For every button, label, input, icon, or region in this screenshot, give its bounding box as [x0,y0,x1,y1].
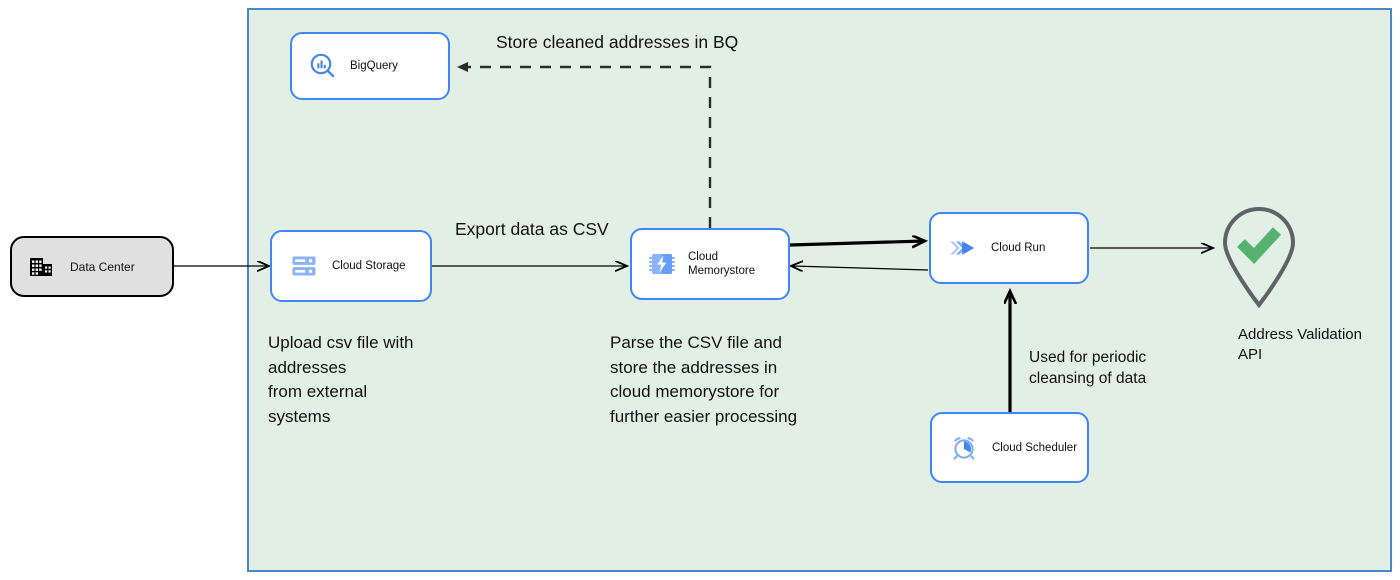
node-cloud-run[interactable]: Cloud Run [929,212,1089,284]
node-cloud-storage-label: Cloud Storage [332,260,406,272]
node-cloud-storage[interactable]: Cloud Storage [270,230,432,302]
node-cloud-scheduler-label: Cloud Scheduler [992,441,1078,454]
map-pin-check-icon [1216,204,1302,313]
node-cloud-scheduler[interactable]: Cloud Scheduler [930,412,1089,483]
edge-label-store-in-bq: Store cleaned addresses in BQ [496,32,739,52]
node-data-center-label: Data Center [70,259,135,274]
node-cloud-memorystore-label: Cloud Memorystore [688,251,756,277]
edge-memorystore-to-bigquery [457,62,712,228]
cloud-memorystore-icon [648,250,676,278]
node-data-center[interactable]: Data Center [10,236,174,297]
caption-parse-csv: Parse the CSV file and store the address… [610,333,798,426]
edge-label-periodic-cleansing: Used for periodic cleansing of data [1029,349,1147,387]
node-cloud-memorystore[interactable]: Cloud Memorystore [630,228,790,300]
node-bigquery-label: BigQuery [350,60,398,72]
node-cloud-run-label: Cloud Run [991,242,1046,254]
edge-memorystore-to-cloud-run [789,241,924,245]
google-cloud-boundary [247,8,1392,572]
caption-upload-csv: Upload csv file with addresses from exte… [268,333,414,426]
cloud-scheduler-icon [950,434,978,462]
node-bigquery[interactable]: BigQuery [290,32,450,100]
cloud-storage-icon [290,252,318,280]
edge-cloud-run-to-memorystore [792,266,929,270]
address-validation-api-label: Address Validation API [1238,326,1362,363]
office-building-icon [28,254,54,280]
bigquery-icon [308,51,338,81]
cloud-run-icon [947,233,977,263]
edge-label-export-csv: Export data as CSV [455,219,609,239]
